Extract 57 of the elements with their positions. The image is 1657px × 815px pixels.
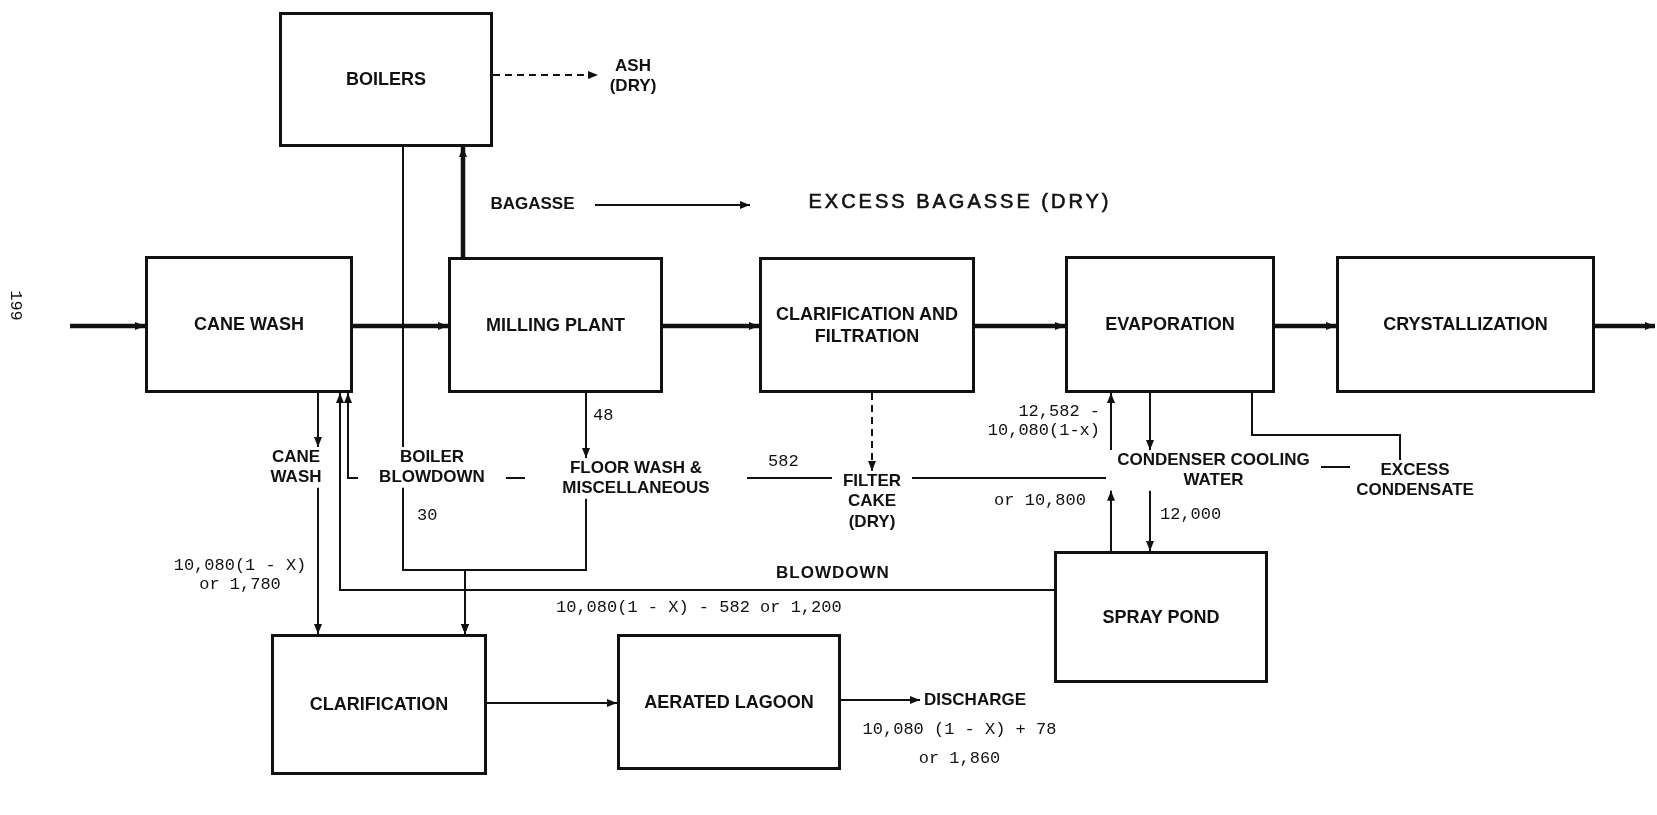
flow-arrow [314, 392, 322, 448]
process-box [271, 634, 487, 775]
process-label: CRYSTALLIZATION [1383, 313, 1548, 336]
flow-line [1251, 392, 1401, 461]
flow-arrow [840, 696, 921, 704]
process-label: SPRAY POND [1102, 605, 1220, 629]
flow-arrow [70, 322, 145, 330]
process-label: EVAPORATION [1105, 313, 1235, 336]
flow-arrow [492, 71, 599, 79]
flow-arrow [663, 322, 759, 330]
flow-arrow [975, 322, 1065, 330]
process-label: CLARIFICATION [309, 693, 449, 716]
flow-arrow [486, 699, 618, 707]
flow-line [402, 146, 404, 448]
process-box [617, 634, 841, 770]
process-label: CANE WASH [194, 313, 304, 336]
stream-label: BAGASSE [470, 194, 595, 215]
process-box [1054, 551, 1268, 683]
flow-arrow [1275, 322, 1336, 330]
process-box [448, 257, 663, 393]
stream-label: EXCESS BAGASSE (DRY) [750, 189, 1170, 213]
flow-arrow [1107, 392, 1115, 451]
flow-arrow [336, 392, 1055, 591]
flow-arrow [353, 322, 448, 330]
flow-arrow [594, 201, 751, 209]
flow-arrow [868, 392, 876, 472]
flow-arrow [1595, 322, 1655, 330]
process-label: MILLING PLANT [486, 313, 625, 337]
stream-label: FILTER CAKE (DRY) [832, 471, 912, 533]
flow-arrow [461, 497, 587, 635]
process-box [145, 256, 353, 393]
stream-label: ASH (DRY) [598, 56, 668, 97]
flow-arrow [314, 486, 322, 635]
flow-arrow [582, 392, 590, 459]
flow-line [911, 477, 1107, 479]
flow-line [505, 477, 526, 479]
flow-line [1320, 466, 1351, 468]
flow-arrow [1146, 392, 1154, 451]
flow-arrow [459, 147, 467, 257]
stream-label: DISCHARGE [920, 690, 1030, 711]
process-box [279, 12, 493, 147]
flow-line [746, 477, 833, 479]
flow-arrow [1107, 489, 1115, 552]
stream-label: EXCESS CONDENSATE [1350, 460, 1480, 501]
stream-label: CANE WASH [262, 447, 330, 488]
flow-value: 10,080(1 - X) - 582 or 1,200 [556, 598, 842, 617]
process-box [1336, 256, 1595, 393]
process-label: AERATED LAGOON [644, 690, 814, 714]
stream-label: FLOOR WASH & MISCELLANEOUS [525, 458, 747, 499]
process-box [759, 257, 975, 393]
stream-label: BOILER BLOWDOWN [358, 447, 506, 488]
stream-label: CONDENSER COOLING WATER [1106, 450, 1321, 491]
process-label: CLARIFICATION AND FILTRATION [775, 302, 959, 348]
flow-arrow [1146, 489, 1154, 552]
flow-arrow [344, 392, 359, 479]
process-label: BOILERS [346, 68, 426, 91]
process-box [1065, 256, 1275, 393]
